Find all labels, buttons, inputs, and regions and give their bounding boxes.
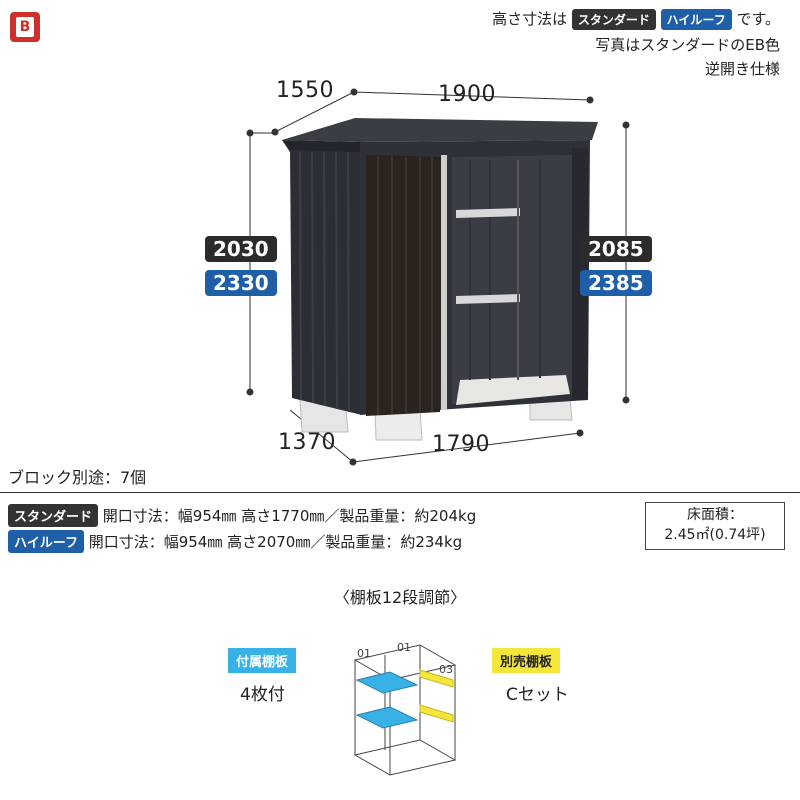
spec-highroof: ハイルーフ 開口寸法：幅954㎜ 高さ2070㎜／製品重量：約234kg: [8, 530, 462, 553]
spec-tag-highroof: ハイルーフ: [8, 530, 84, 553]
door-note: 逆開き仕様: [704, 60, 780, 78]
spec-text-highroof: 開口寸法：幅954㎜ 高さ2070㎜／製品重量：約234kg: [88, 533, 463, 551]
tag-highroof: ハイルーフ: [660, 9, 732, 30]
shed-diagram: [246, 88, 630, 466]
dim-right-height-standard: 2085: [580, 236, 652, 262]
spec-standard: スタンダード 開口寸法：幅954㎜ 高さ1770㎜／製品重量：約204kg: [8, 504, 476, 527]
spec-text-standard: 開口寸法：幅954㎜ 高さ1770㎜／製品重量：約204kg: [102, 507, 477, 525]
note-suffix: です。: [736, 10, 780, 28]
dim-top-width: 1900: [438, 82, 496, 107]
shelf-lower: [456, 294, 520, 304]
height-note: 高さ寸法は スタンダード ハイルーフ です。: [492, 8, 780, 30]
logo-inner: [16, 17, 34, 37]
side-wall: [290, 150, 362, 415]
dim-bottom-width: 1790: [432, 432, 490, 457]
optional-shelf-label: 別売棚板: [492, 648, 561, 673]
optional-shelf-value: Cセット: [506, 685, 569, 705]
block-note: ブロック別途：7個: [8, 468, 147, 487]
diagram-label-3: 03: [439, 663, 453, 676]
shelf-title: 〈棚板12段調節〉: [333, 588, 467, 607]
interior: [452, 155, 574, 404]
dim-left-height-standard: 2030: [205, 236, 277, 262]
interior-floor: [456, 375, 570, 405]
spec-tag-standard: スタンダード: [8, 504, 99, 527]
floor-area-box: 床面積： 2.45㎡(0.74坪): [645, 502, 785, 550]
door-panel: [366, 155, 442, 416]
brand-logo: B: [10, 12, 40, 42]
dim-bottom-depth: 1370: [278, 430, 336, 455]
shelf-upper: [456, 208, 520, 218]
roof: [282, 118, 598, 142]
floor-area-value: 2.45㎡(0.74坪): [664, 527, 766, 543]
floor-area-label: 床面積：: [687, 507, 743, 523]
logo-letter-icon: B: [19, 19, 31, 35]
shelf-diagram: 01 01 03: [353, 641, 457, 776]
dim-left-height-highroof: 2330: [205, 270, 277, 296]
included-shelf-value: 4枚付: [240, 685, 285, 705]
dim-right-height-highroof: 2385: [580, 270, 652, 296]
note-prefix: 高さ寸法は: [492, 10, 568, 28]
included-shelf-label: 付属棚板: [228, 648, 297, 673]
diagram-label-1: 01: [357, 647, 371, 660]
diagram-label-2: 01: [397, 641, 411, 654]
divider: [0, 492, 800, 493]
tag-standard: スタンダード: [571, 9, 656, 30]
photo-note: 写真はスタンダードのEB色: [595, 36, 780, 54]
dim-top-depth: 1550: [276, 78, 334, 103]
